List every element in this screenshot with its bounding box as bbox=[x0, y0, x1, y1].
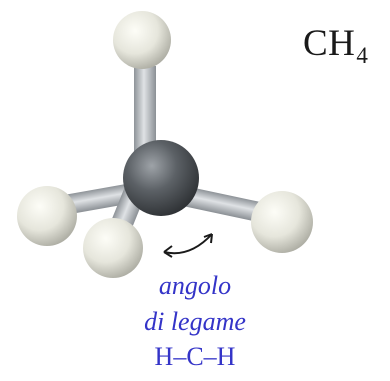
chemical-formula: CH4 bbox=[303, 22, 368, 69]
hydrogen-atom-right bbox=[251, 191, 313, 253]
caption-bond-label: H–C–H bbox=[154, 342, 236, 371]
caption-di-legame: di legame bbox=[144, 307, 246, 336]
bond-top bbox=[134, 66, 156, 156]
formula-main: CH bbox=[303, 23, 356, 64]
hydrogen-atom-front bbox=[83, 218, 143, 278]
formula-subscript: 4 bbox=[356, 43, 369, 68]
carbon-atom bbox=[123, 140, 199, 216]
hydrogen-atom-left bbox=[17, 186, 77, 246]
hydrogen-atom-top bbox=[113, 11, 171, 69]
bond-angle-arrow bbox=[163, 233, 213, 258]
caption-angolo: angolo bbox=[158, 271, 232, 300]
